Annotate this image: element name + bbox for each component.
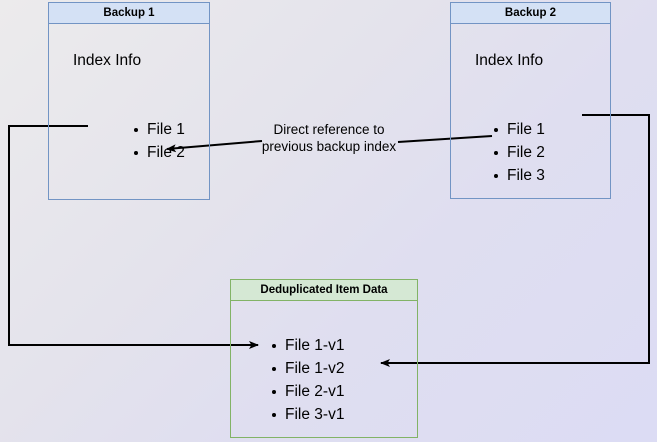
list-item: File 3-v1 (271, 403, 344, 426)
backup-1-index-label: Index Info (73, 52, 142, 69)
backup-1-body: Index Info File 1 File 2 (49, 24, 209, 199)
list-item: File 2-v1 (271, 380, 344, 403)
dedup-header: Deduplicated Item Data (231, 280, 417, 301)
list-item: File 1-v1 (271, 334, 344, 357)
backup-1-box[interactable]: Backup 1 Index Info File 1 File 2 (48, 2, 210, 200)
list-item: File 1 (133, 118, 185, 141)
backup-2-box[interactable]: Backup 2 Index Info File 1 File 2 File 3 (450, 2, 611, 199)
backup-1-header: Backup 1 (49, 3, 209, 24)
direct-reference-annotation: Direct reference to previous backup inde… (261, 122, 397, 154)
list-item: File 3 (493, 164, 545, 187)
list-item: File 2 (133, 141, 185, 164)
backup-2-header: Backup 2 (451, 3, 610, 24)
backup-1-file-list: File 1 File 2 (133, 118, 185, 164)
list-item: File 1-v2 (271, 357, 344, 380)
backup-2-index-label: Index Info (475, 52, 544, 69)
list-item: File 2 (493, 141, 545, 164)
dedup-body: File 1-v1 File 1-v2 File 2-v1 File 3-v1 (231, 301, 417, 437)
backup-2-body: Index Info File 1 File 2 File 3 (451, 24, 610, 198)
backup-2-file-list: File 1 File 2 File 3 (493, 118, 545, 187)
deduplicated-item-data-box[interactable]: Deduplicated Item Data File 1-v1 File 1-… (230, 279, 418, 438)
list-item: File 1 (493, 118, 545, 141)
dedup-file-list: File 1-v1 File 1-v2 File 2-v1 File 3-v1 (271, 334, 344, 426)
